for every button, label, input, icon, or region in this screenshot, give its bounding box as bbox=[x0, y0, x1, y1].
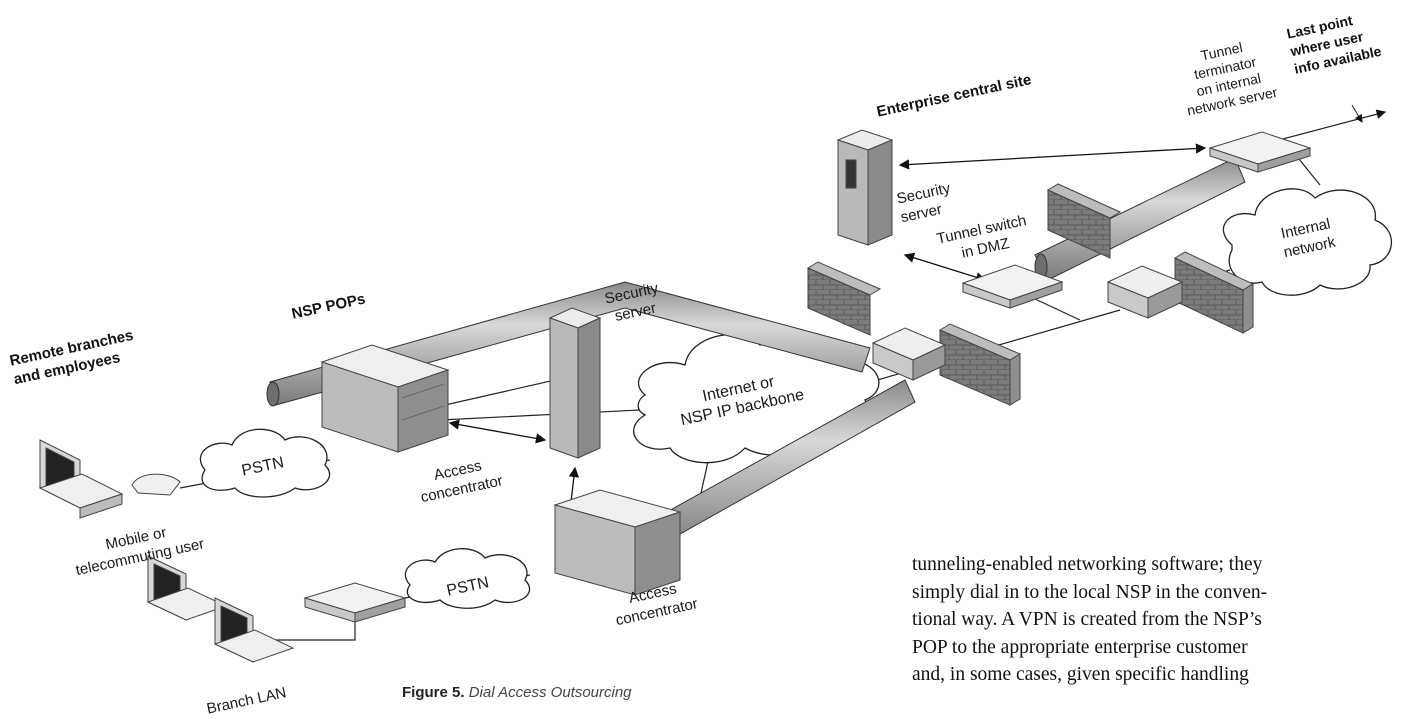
laptops bbox=[38, 439, 295, 663]
body-text: tunneling-enabled networking software; t… bbox=[912, 551, 1402, 689]
firewalls bbox=[806, 183, 1255, 406]
internal-network-cloud bbox=[1222, 188, 1392, 296]
figure-title: Dial Access Outsourcing bbox=[468, 684, 632, 701]
tunnel-switch-device bbox=[961, 264, 1064, 309]
link-concentrator-internet bbox=[439, 409, 641, 421]
access-concentrators bbox=[320, 344, 682, 596]
tunnel-terminator-device bbox=[1208, 131, 1312, 173]
firewall-router-left bbox=[871, 327, 947, 381]
body-line: simply dial in to the local NSP in the c… bbox=[912, 581, 1268, 603]
body-line: tunneling-enabled networking software; t… bbox=[912, 554, 1263, 575]
branch-laptop-2 bbox=[213, 597, 295, 663]
pstn-cloud-top bbox=[199, 428, 331, 498]
body-line: tional way. A VPN is created from the NS… bbox=[912, 609, 1262, 630]
access-concentrator-bottom-device bbox=[553, 489, 682, 596]
pstn-cloud-bottom bbox=[404, 548, 531, 609]
modem-device bbox=[131, 473, 181, 496]
figure-caption: Figure 5. Dial Access Outsourcing bbox=[402, 684, 632, 701]
figure-number: Figure 5. bbox=[402, 684, 465, 701]
security-servers bbox=[548, 129, 894, 459]
last-point-arrow bbox=[1351, 104, 1363, 123]
link-concentrator-security bbox=[444, 379, 556, 406]
access-concentrator-top-device bbox=[320, 344, 450, 453]
security-server-nsp-device bbox=[548, 307, 602, 459]
mobile-laptop bbox=[38, 439, 124, 519]
body-line: and, in some cases, given specific handl… bbox=[912, 664, 1249, 685]
branch-laptop-1 bbox=[146, 555, 228, 621]
security-server-enterprise-device bbox=[836, 129, 894, 246]
branch-router bbox=[303, 582, 407, 623]
tunnels bbox=[266, 157, 1246, 553]
body-line: POP to the appropriate enterprise custom… bbox=[912, 636, 1248, 658]
firewall-router-right bbox=[1106, 265, 1184, 319]
network-devices bbox=[131, 131, 1312, 623]
